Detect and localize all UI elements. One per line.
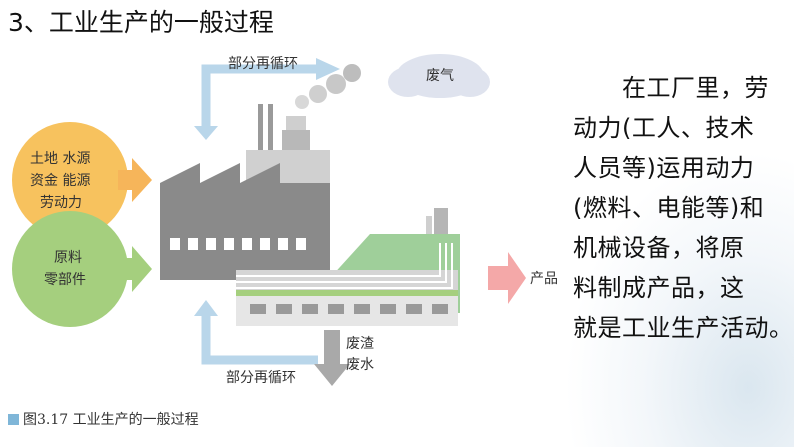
slide-title: 3、工业生产的一般过程: [8, 8, 274, 37]
materials-line1: 原料: [54, 250, 82, 266]
smoke-puffs: [295, 64, 361, 109]
paragraph-line: 人员等)运用动力: [573, 154, 755, 182]
side-paragraph: 在工厂里，劳 动力(工人、技术 人员等)运用动力 (燃料、电能等)和 机械设备，…: [573, 68, 794, 348]
inputs-arrow: [118, 158, 152, 202]
inputs-line3: 劳动力: [40, 195, 82, 211]
ink-wash-decoration: [564, 150, 794, 447]
factory-building: [160, 150, 330, 280]
waste-line1: 废渣: [346, 336, 374, 352]
caption-text: 图3.17 工业生产的一般过程: [23, 412, 199, 428]
product-arrow: [488, 252, 526, 304]
materials-line2: 零部件: [44, 272, 86, 288]
paragraph-line: 就是工业生产活动。: [573, 314, 794, 342]
product-label: 产品: [530, 271, 558, 287]
materials-arrow: [118, 246, 152, 292]
waste-line2: 废水: [346, 357, 374, 373]
figure-caption: 图3.17 工业生产的一般过程: [8, 409, 199, 429]
recycle-arrow-bottom: [194, 300, 318, 365]
inputs-line2: 资金 能源: [30, 173, 90, 189]
industrial-process-diagram: 部分再循环 废气: [0, 38, 560, 447]
paragraph-line: 机械设备，将原: [573, 234, 745, 262]
paragraph-line: 动力(工人、技术: [573, 114, 755, 142]
waste-arrow: [314, 330, 350, 386]
caption-marker-icon: [8, 414, 19, 425]
paragraph-line: (燃料、电能等)和: [573, 194, 765, 222]
inputs-line1: 土地 水源: [30, 151, 90, 167]
title-bar: 3、工业生产的一般过程: [0, 0, 794, 38]
paragraph-line: 料制成产品，这: [573, 274, 745, 302]
inputs-circle: [12, 122, 128, 238]
exhaust-label: 废气: [426, 68, 454, 84]
diagram-canvas: 部分再循环 废气: [12, 54, 558, 386]
recycle-top-label: 部分再循环: [228, 56, 298, 72]
exhaust-cloud: [388, 54, 490, 98]
recycle-bottom-label: 部分再循环: [226, 370, 296, 386]
paragraph-line: 在工厂里，劳: [573, 74, 769, 102]
processing-plant: [236, 208, 460, 326]
recycle-arrow-top: [194, 58, 340, 140]
materials-circle: [12, 211, 128, 327]
